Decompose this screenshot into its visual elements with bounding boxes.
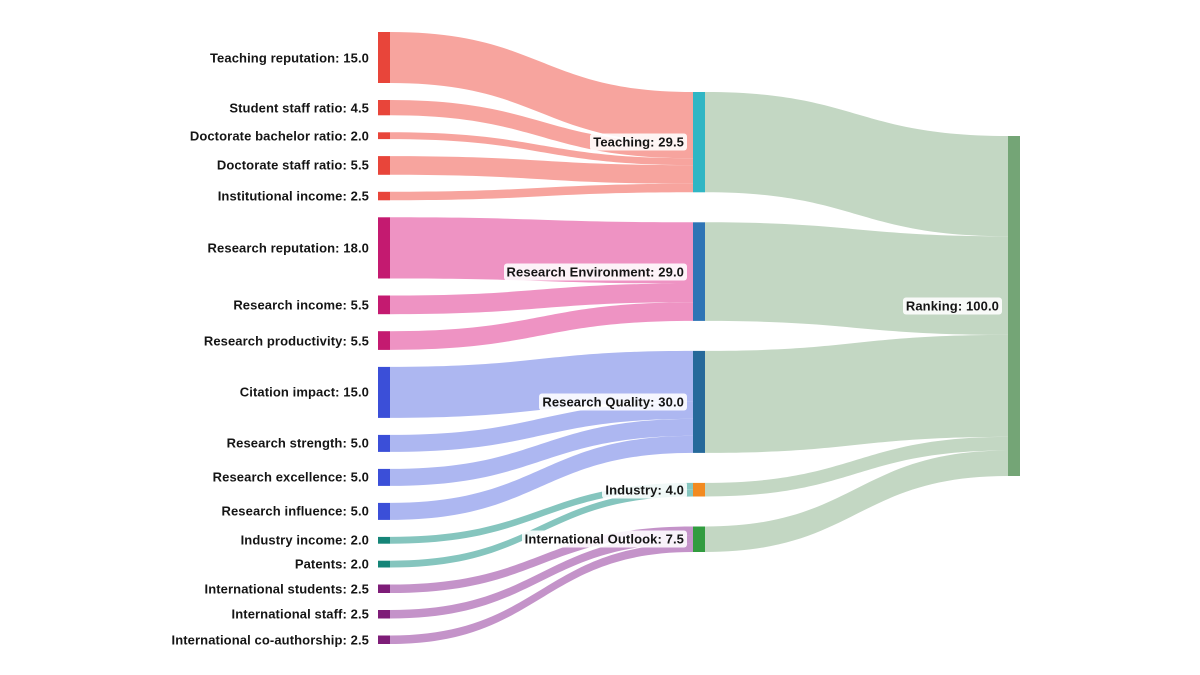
node-institutional_income[interactable]	[378, 191, 390, 201]
node-research_productivity[interactable]	[378, 331, 390, 350]
flow-research_excellence-to-research_quality	[390, 418, 693, 486]
node-international_coauthorship[interactable]	[378, 635, 390, 645]
node-research_excellence[interactable]	[378, 468, 390, 486]
flow-doctorate_staff_ratio-to-teaching	[390, 156, 693, 184]
node-patents[interactable]	[378, 560, 390, 568]
flow-international_coauthorship-to-international_outlook	[390, 543, 693, 644]
flow-research_quality-to-ranking	[705, 334, 1008, 453]
flow-research_income-to-research_environment	[390, 283, 693, 315]
node-industry[interactable]	[693, 482, 705, 497]
node-teaching[interactable]	[693, 92, 705, 193]
node-doctorate_bachelor_ratio[interactable]	[378, 132, 390, 140]
flow-patents-to-industry	[390, 489, 693, 568]
node-international_students[interactable]	[378, 584, 390, 594]
flow-research_influence-to-research_quality	[390, 435, 693, 520]
node-research_environment[interactable]	[693, 222, 705, 321]
node-research_income[interactable]	[378, 295, 390, 315]
node-research_strength[interactable]	[378, 434, 390, 452]
node-industry_income[interactable]	[378, 536, 390, 544]
flow-teaching_reputation-to-teaching	[390, 32, 693, 143]
node-international_outlook[interactable]	[693, 526, 705, 553]
flow-international_students-to-international_outlook	[390, 526, 693, 593]
flow-international_staff-to-international_outlook	[390, 535, 693, 619]
flow-research_environment-to-ranking	[705, 222, 1008, 335]
flow-teaching-to-ranking	[705, 92, 1008, 237]
node-doctorate_staff_ratio[interactable]	[378, 156, 390, 175]
flow-institutional_income-to-teaching	[390, 183, 693, 201]
flow-research_productivity-to-research_environment	[390, 302, 693, 350]
flow-industry_income-to-industry	[390, 482, 693, 544]
node-citation_impact[interactable]	[378, 366, 390, 418]
node-research_quality[interactable]	[693, 350, 705, 453]
flow-research_reputation-to-research_environment	[390, 217, 693, 284]
flow-research_strength-to-research_quality	[390, 401, 693, 452]
node-research_reputation[interactable]	[378, 217, 390, 279]
node-teaching_reputation[interactable]	[378, 32, 390, 83]
node-international_staff[interactable]	[378, 610, 390, 619]
node-research_influence[interactable]	[378, 502, 390, 520]
flow-international_outlook-to-ranking	[705, 450, 1008, 552]
flow-industry-to-ranking	[705, 436, 1008, 497]
node-student_staff_ratio[interactable]	[378, 100, 390, 116]
node-ranking[interactable]	[1008, 136, 1020, 476]
flow-doctorate_bachelor_ratio-to-teaching	[390, 132, 693, 166]
